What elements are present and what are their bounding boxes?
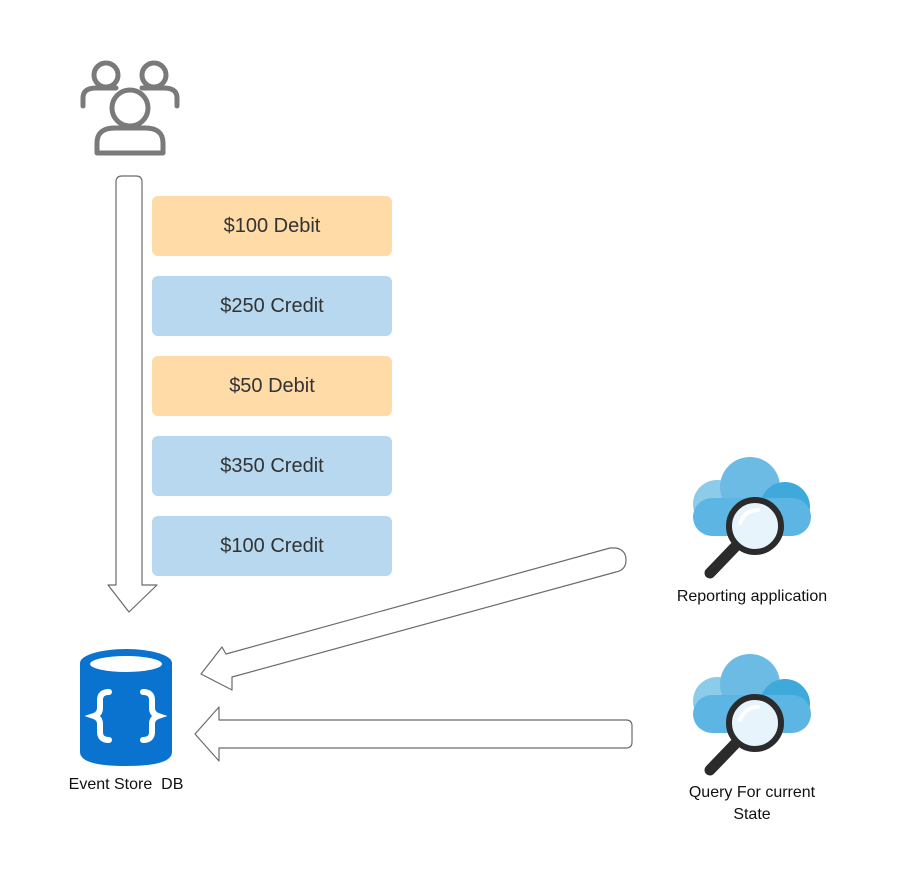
event-label: $350 Credit bbox=[220, 454, 324, 477]
event-debit-50: $50 Debit bbox=[152, 356, 392, 416]
event-credit-100: $100 Credit bbox=[152, 516, 392, 576]
reporting-application-label: Reporting application bbox=[676, 588, 828, 605]
users-group-icon bbox=[80, 60, 180, 156]
event-debit-100: $100 Debit bbox=[152, 196, 392, 256]
event-credit-250: $250 Credit bbox=[152, 276, 392, 336]
state-query-arrow bbox=[194, 706, 633, 762]
database-braces-icon bbox=[80, 649, 172, 766]
event-label: $100 Credit bbox=[220, 534, 324, 557]
cloud-search-icon bbox=[693, 654, 811, 776]
event-store-label: Event Store DB bbox=[68, 776, 184, 793]
event-label: $100 Debit bbox=[223, 214, 321, 237]
reporting-query-arrow bbox=[200, 547, 627, 691]
event-label: $50 Debit bbox=[229, 374, 315, 397]
event-credit-350: $350 Credit bbox=[152, 436, 392, 496]
downward-flow-arrow bbox=[107, 175, 158, 613]
query-current-state-label: Query For current State bbox=[688, 784, 816, 823]
cloud-search-icon bbox=[693, 457, 811, 579]
event-label: $250 Credit bbox=[220, 294, 324, 317]
